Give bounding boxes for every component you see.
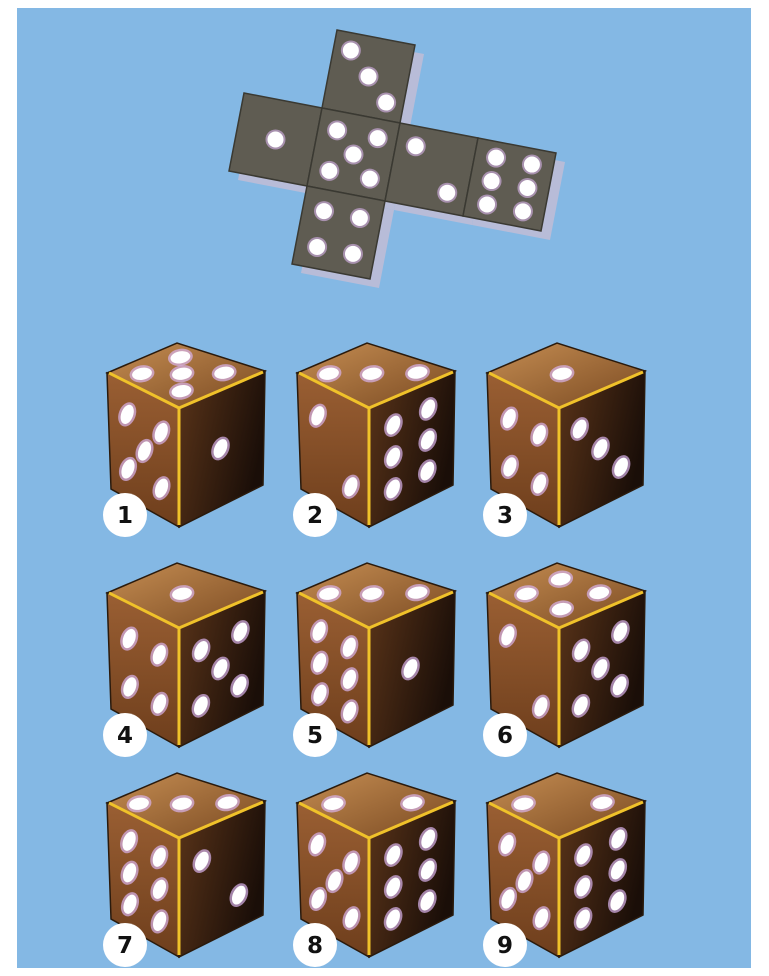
option-label: 4 [117, 723, 133, 749]
answer-options: 1 2 3 4 5 6 7 8 9 [103, 343, 645, 967]
option-label: 3 [497, 503, 513, 529]
net-face-bottom [292, 186, 385, 279]
option-badge-5[interactable]: 5 [293, 713, 337, 757]
option-label: 7 [117, 933, 133, 959]
option-label: 8 [307, 933, 323, 959]
net-face-right [385, 123, 478, 216]
option-badge-8[interactable]: 8 [293, 923, 337, 967]
pip [484, 173, 500, 189]
puzzle-scene: 1 2 3 4 5 6 7 8 9 [17, 8, 751, 968]
pip [362, 171, 378, 187]
pip [378, 95, 394, 111]
option-label: 2 [307, 503, 323, 529]
option-badge-7[interactable]: 7 [103, 923, 147, 967]
net-face-top [322, 30, 415, 123]
pip [316, 203, 332, 219]
pip [309, 239, 325, 255]
option-badge-3[interactable]: 3 [483, 493, 527, 537]
puzzle-board: 1 2 3 4 5 6 7 8 9 [17, 8, 751, 968]
pip [343, 42, 359, 58]
net-face-center [307, 108, 400, 201]
pip [488, 150, 504, 166]
option-badge-4[interactable]: 4 [103, 713, 147, 757]
pip [370, 130, 386, 146]
pip [439, 185, 455, 201]
pip [515, 203, 531, 219]
option-badge-9[interactable]: 9 [483, 923, 527, 967]
pip [321, 163, 337, 179]
net-face-left [229, 93, 322, 186]
option-label: 9 [497, 933, 513, 959]
pip [329, 122, 345, 138]
option-label: 5 [307, 723, 323, 749]
pip [408, 138, 424, 154]
pip [352, 210, 368, 226]
option-badge-2[interactable]: 2 [293, 493, 337, 537]
pip [346, 147, 362, 163]
option-badge-6[interactable]: 6 [483, 713, 527, 757]
pip [479, 196, 495, 212]
pip [268, 132, 284, 148]
pip [524, 157, 540, 173]
option-label: 6 [497, 723, 513, 749]
pip [345, 246, 361, 262]
option-badge-1[interactable]: 1 [103, 493, 147, 537]
net-face-far-right [463, 138, 556, 231]
pip [361, 69, 377, 85]
option-label: 1 [117, 503, 133, 529]
pip [519, 180, 535, 196]
